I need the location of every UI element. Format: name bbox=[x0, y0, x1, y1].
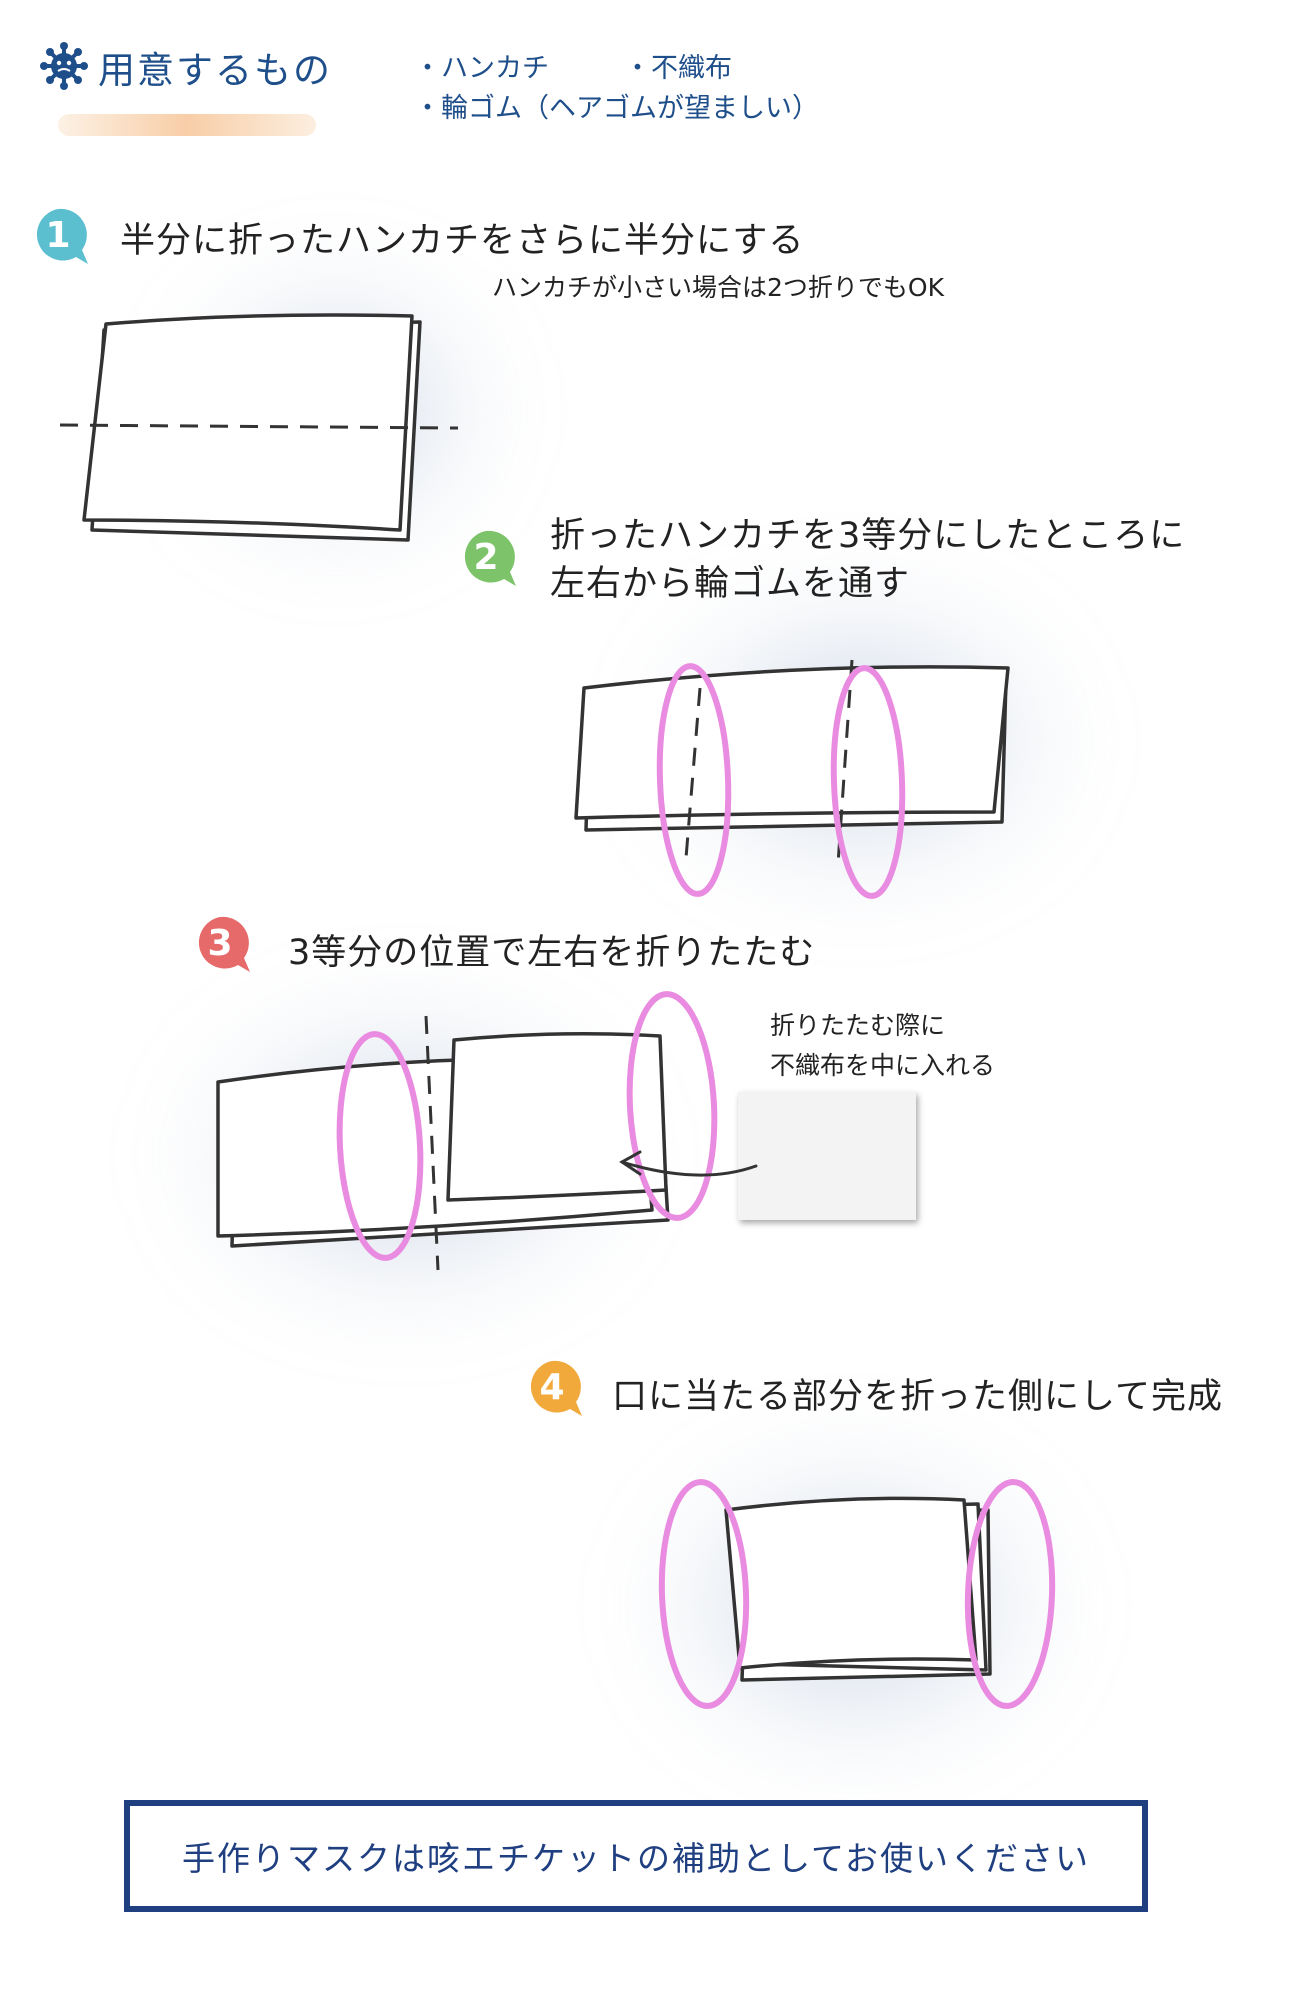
step-4-title: 口に当たる部分を折った側にして完成 bbox=[612, 1377, 1223, 1417]
rubber-band-step3-left bbox=[336, 1031, 424, 1261]
rubber-band-step2-left bbox=[656, 663, 732, 897]
rubber-band-step3-right bbox=[626, 991, 718, 1221]
step-3-title: 3等分の位置で左右を折りたたむ bbox=[288, 933, 816, 973]
step-4-mask bbox=[724, 1496, 992, 1682]
step-2-line: 折ったハンカチを3等分にしたところに bbox=[550, 516, 1186, 556]
footer-notice: 手作りマスクは咳エチケットの補助としてお使いください bbox=[124, 1800, 1148, 1912]
supply-item: ・ハンカチ bbox=[414, 53, 549, 84]
step-2-fold-line-right bbox=[836, 659, 854, 865]
rubber-band-step4-right bbox=[964, 1479, 1056, 1709]
step-3-note-line: 不織布を中に入れる bbox=[770, 1051, 996, 1080]
title-underline bbox=[58, 114, 316, 136]
step-4-badge: 4 bbox=[522, 1358, 582, 1418]
step-2-badge: 2 bbox=[456, 528, 516, 588]
curved-arrow-icon bbox=[619, 1150, 758, 1177]
page-title: 用意するもの bbox=[98, 49, 332, 92]
step-1-note: ハンカチが小さい場合は2つ折りでもOK bbox=[492, 273, 944, 302]
step-3-handkerchief bbox=[216, 1032, 670, 1248]
step-2-title: 折ったハンカチを3等分にしたところに 左右から輪ゴムを通す bbox=[550, 512, 1185, 608]
supply-item: ・輪ゴム（ヘアゴムが望ましい） bbox=[414, 93, 819, 124]
step-1-fold-line bbox=[59, 423, 459, 430]
rubber-band-step4-left bbox=[658, 1479, 750, 1709]
supply-item: ・不織布 bbox=[624, 53, 732, 84]
step-1-badge: 1 bbox=[28, 206, 88, 266]
step-2-line: 左右から輪ゴムを通す bbox=[550, 564, 911, 604]
step-1-handkerchief bbox=[82, 313, 422, 542]
rubber-band-step2-right bbox=[830, 665, 906, 899]
step-2-handkerchief bbox=[574, 665, 1010, 832]
nonwoven-fabric-sheet bbox=[738, 1092, 916, 1220]
step-3-badge: 3 bbox=[190, 914, 250, 974]
step-1-title: 半分に折ったハンカチをさらに半分にする bbox=[120, 221, 805, 261]
step-3-note: 折りたたむ際に 不織布を中に入れる bbox=[770, 1006, 995, 1086]
footer-text: 手作りマスクは咳エチケットの補助としてお使いください bbox=[181, 1839, 1091, 1878]
virus-icon bbox=[40, 42, 88, 90]
step-3-note-line: 折りたたむ際に bbox=[770, 1011, 946, 1040]
step-3-fold-line bbox=[424, 1015, 440, 1271]
